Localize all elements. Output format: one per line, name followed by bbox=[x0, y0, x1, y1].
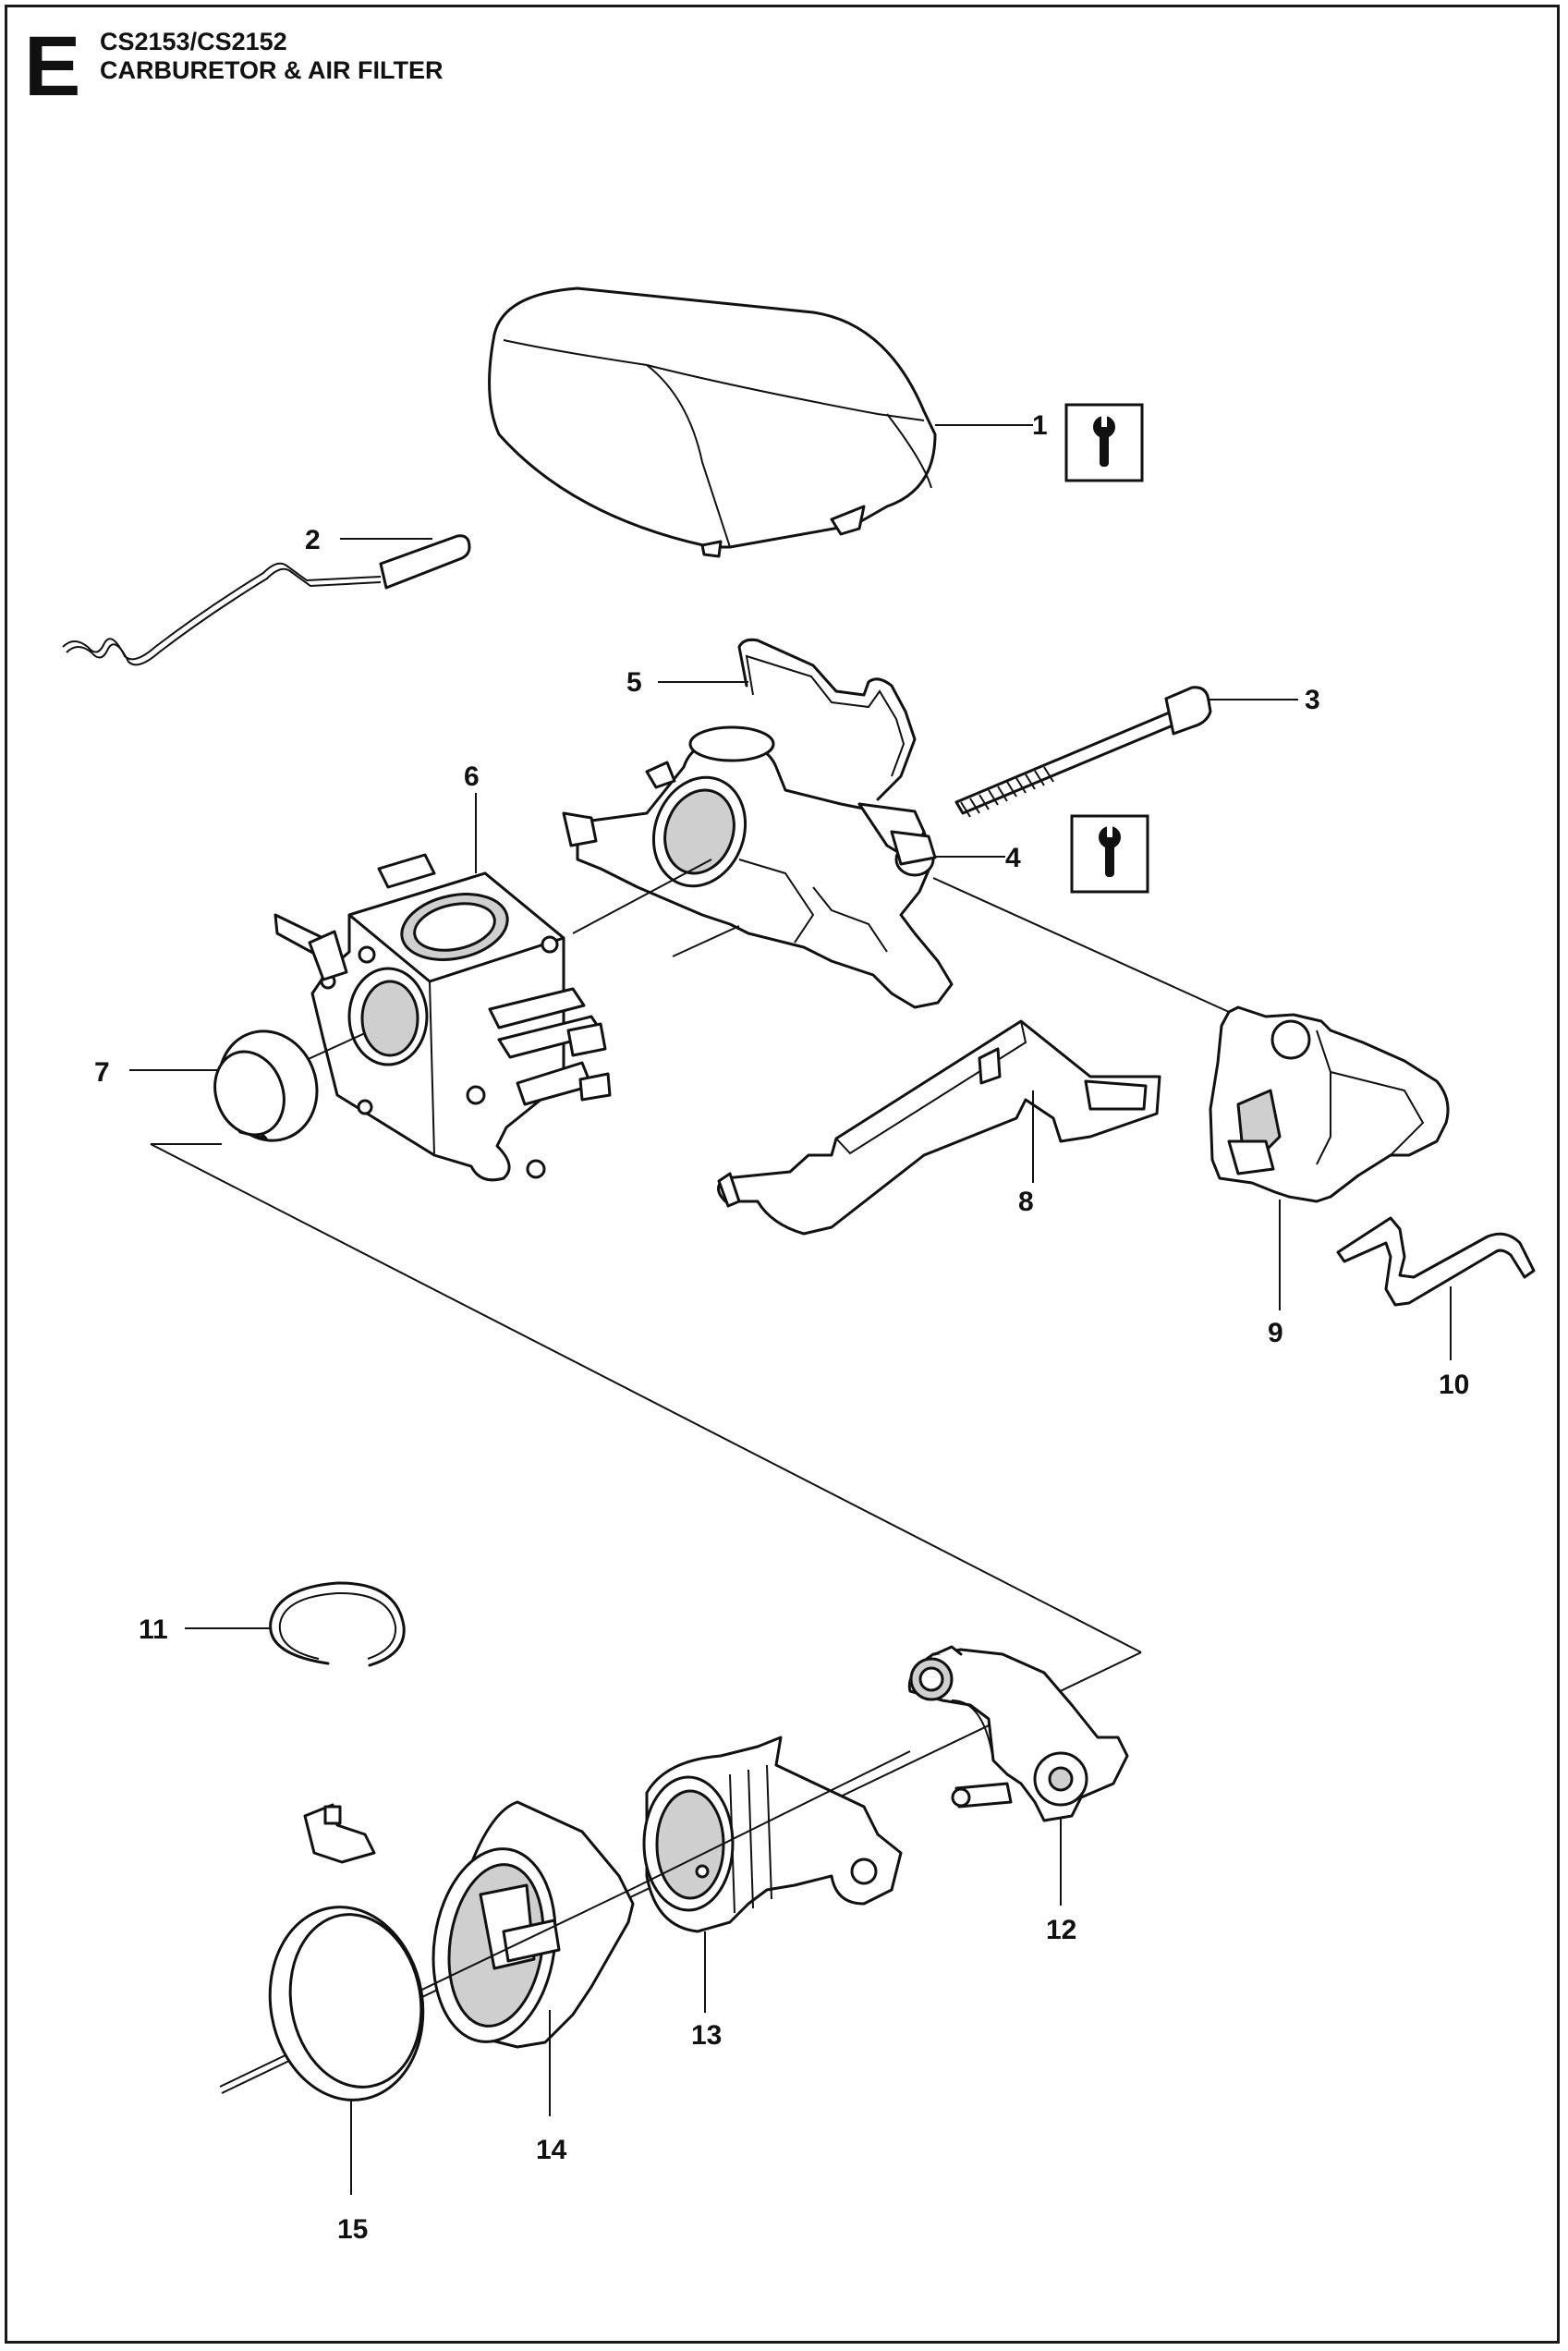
callout-3: 3 bbox=[1305, 685, 1320, 715]
callout-2: 2 bbox=[305, 525, 321, 555]
callout-13: 13 bbox=[691, 2020, 722, 2051]
model-number: CS2153/CS2152 bbox=[100, 28, 287, 55]
part-3-screw bbox=[954, 686, 1212, 818]
callout-11: 11 bbox=[139, 1614, 168, 1645]
callout-8: 8 bbox=[1018, 1187, 1034, 1217]
assembly-axis-line bbox=[572, 859, 712, 934]
page-frame bbox=[5, 5, 1560, 2344]
callout-15: 15 bbox=[337, 2214, 368, 2245]
part-2-choke-rod bbox=[62, 534, 471, 666]
part-13-intake-manifold bbox=[642, 1736, 903, 1933]
page-title: CARBURETOR & AIR FILTER bbox=[100, 56, 444, 84]
part-12-clamp bbox=[907, 1645, 1129, 1822]
assembly-axis-line bbox=[672, 925, 740, 957]
part-8-throttle-lever bbox=[717, 1019, 1161, 1236]
callout-14: 14 bbox=[536, 2135, 567, 2165]
part-1-air-filter-cover bbox=[488, 286, 937, 558]
callout-9: 9 bbox=[1268, 1318, 1283, 1348]
part-9-bracket bbox=[1209, 1005, 1450, 1203]
part-5-wire-bracket bbox=[737, 638, 917, 801]
part-11-circlip bbox=[269, 1581, 406, 1667]
callout-4: 4 bbox=[1005, 843, 1021, 873]
assembly-axis-line bbox=[150, 1143, 1142, 1653]
service-info-icon bbox=[1070, 814, 1149, 894]
part-6-carburetor bbox=[273, 853, 612, 1182]
callout-10: 10 bbox=[1439, 1370, 1469, 1400]
service-info-icon bbox=[1064, 403, 1144, 482]
assembly-axis-line bbox=[932, 877, 1230, 1013]
part-15-hose-clamp bbox=[268, 1803, 425, 2101]
callout-1: 1 bbox=[1032, 410, 1048, 441]
callout-12: 12 bbox=[1046, 1915, 1076, 1945]
title-block: CS2153/CS2152 CARBURETOR & AIR FILTER bbox=[100, 28, 444, 85]
callout-5: 5 bbox=[626, 667, 642, 698]
callout-6: 6 bbox=[464, 761, 480, 792]
assembly-axis-line bbox=[635, 1750, 911, 1888]
part-7-gasket bbox=[213, 1029, 319, 1142]
part-14-intake-boot bbox=[432, 1800, 635, 2049]
part-4-carburetor-holder bbox=[562, 725, 954, 1009]
callout-7: 7 bbox=[94, 1057, 110, 1088]
part-10-spring bbox=[1336, 1216, 1536, 1307]
section-letter: E bbox=[24, 19, 81, 114]
